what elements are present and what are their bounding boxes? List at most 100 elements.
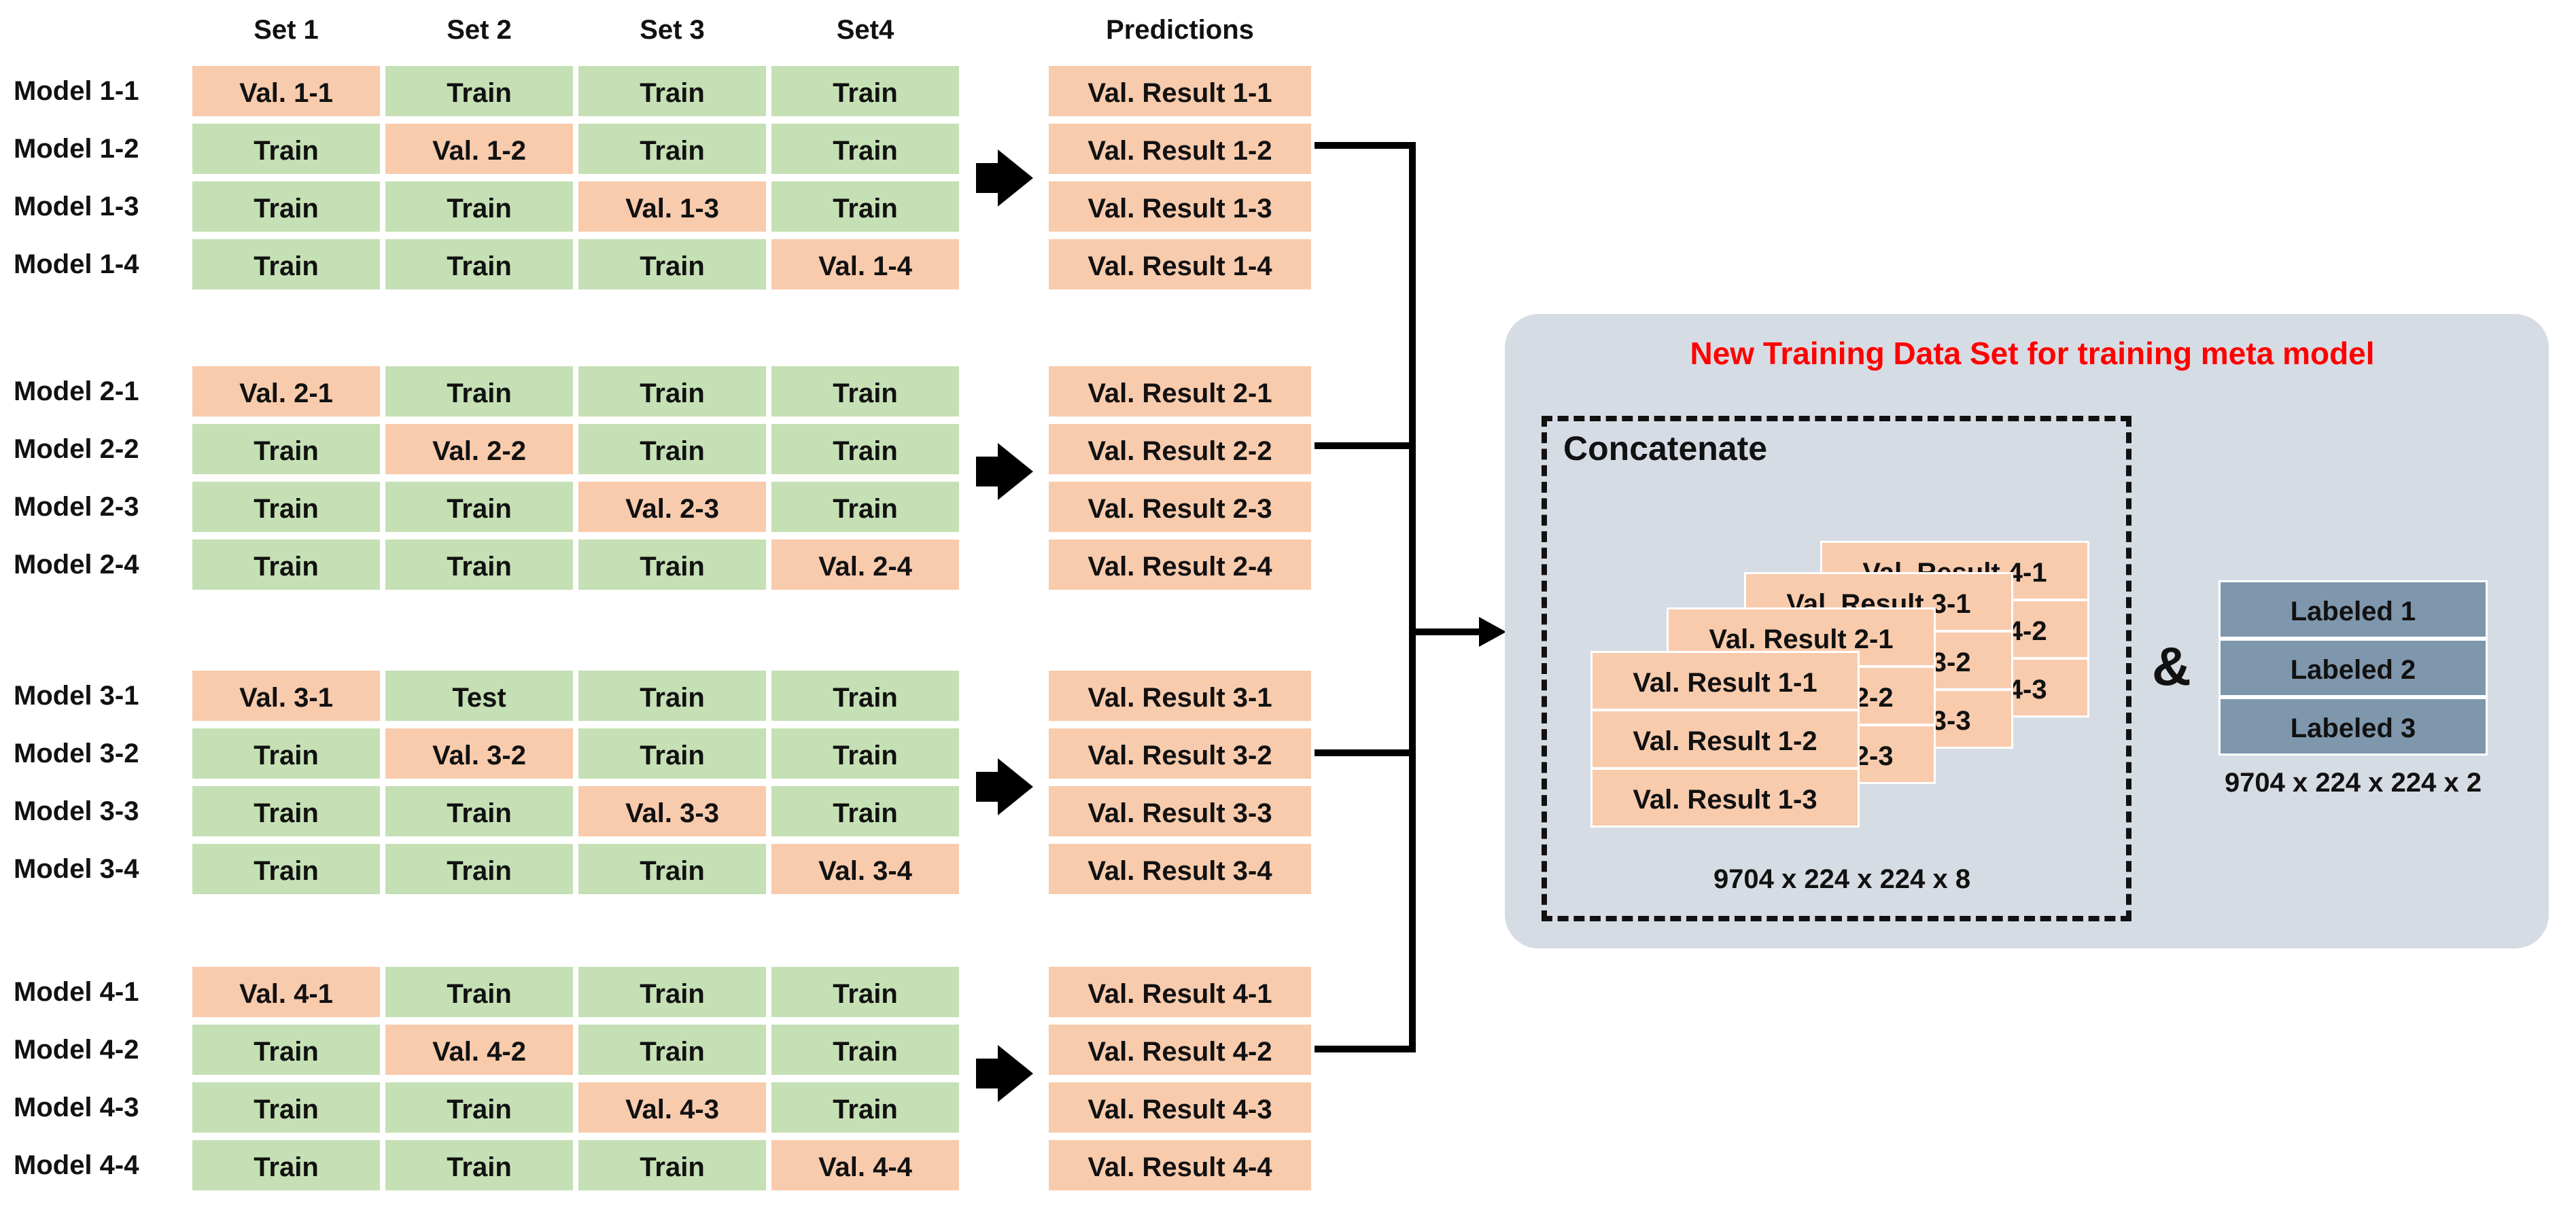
validation-cell: Val. 4-4 [769, 1138, 961, 1192]
prediction-cell: Val. Result 1-4 [1047, 237, 1313, 291]
train-cell: Train [190, 1138, 382, 1192]
validation-cell: Val. 1-1 [190, 64, 382, 118]
header-set3: Set 3 [640, 15, 705, 45]
ampersand: & [2152, 636, 2191, 696]
labeled-2: Labeled 2 [2218, 639, 2488, 697]
train-cell: Train [576, 122, 768, 176]
stacked-result-cell: Val. Result 1-2 [1590, 709, 1860, 769]
prediction-cell: Val. Result 3-2 [1047, 726, 1313, 781]
row-label: Model 3-3 [14, 796, 139, 826]
concatenate-box [1542, 416, 2131, 921]
prediction-cell: Val. Result 2-4 [1047, 537, 1313, 592]
row-label: Model 2-1 [14, 376, 139, 406]
label-dimensions: 9704 x 224 x 224 x 2 [2224, 768, 2482, 798]
stacked-result-cell: Val. Result 1-1 [1590, 651, 1860, 711]
train-cell: Train [190, 122, 382, 176]
train-cell: Train [190, 726, 382, 781]
train-cell: Train [769, 1080, 961, 1135]
train-cell: Train [190, 480, 382, 534]
validation-cell: Val. 2-2 [383, 422, 575, 476]
prediction-cell: Val. Result 2-3 [1047, 480, 1313, 534]
train-cell: Train [190, 842, 382, 896]
train-cell: Train [383, 965, 575, 1019]
train-cell: Train [383, 237, 575, 291]
train-cell: Train [576, 669, 768, 723]
block-arrow-4 [976, 1045, 1033, 1102]
train-cell: Train [769, 784, 961, 838]
prediction-cell: Val. Result 2-1 [1047, 364, 1313, 419]
row-label: Model 1-2 [14, 134, 139, 164]
row-label: Model 1-3 [14, 192, 139, 221]
arrow-to-meta [1479, 617, 1506, 647]
train-cell: Train [383, 537, 575, 592]
row-label: Model 4-1 [14, 977, 139, 1007]
row-label: Model 3-1 [14, 681, 139, 711]
header-set1: Set 1 [254, 15, 319, 45]
prediction-cell: Val. Result 3-4 [1047, 842, 1313, 896]
train-cell: Train [769, 179, 961, 234]
validation-cell: Val. 1-3 [576, 179, 768, 234]
train-cell: Train [190, 537, 382, 592]
prediction-cell: Val. Result 3-3 [1047, 784, 1313, 838]
header-predictions: Predictions [1106, 15, 1254, 45]
row-label: Model 1-4 [14, 249, 139, 279]
train-cell: Train [383, 1138, 575, 1192]
block-arrow-2 [976, 443, 1033, 500]
prediction-cell: Val. Result 1-2 [1047, 122, 1313, 176]
train-cell: Train [769, 669, 961, 723]
validation-cell: Val. 2-1 [190, 364, 382, 419]
row-label: Model 4-3 [14, 1093, 139, 1122]
row-label: Model 4-4 [14, 1150, 139, 1180]
train-cell: Train [190, 1080, 382, 1135]
validation-cell: Val. 4-3 [576, 1080, 768, 1135]
row-label: Model 2-4 [14, 550, 139, 580]
meta-title: New Training Data Set for training meta … [1690, 336, 2375, 371]
train-cell: Train [576, 726, 768, 781]
train-cell: Train [190, 1023, 382, 1077]
concat-dimensions: 9704 x 224 x 224 x 8 [1713, 864, 1971, 894]
train-cell: Train [769, 965, 961, 1019]
train-cell: Train [383, 1080, 575, 1135]
prediction-cell: Val. Result 1-3 [1047, 179, 1313, 234]
train-cell: Train [190, 422, 382, 476]
train-cell: Train [383, 784, 575, 838]
train-cell: Train [383, 364, 575, 419]
block-arrow-3 [976, 758, 1033, 815]
prediction-cell: Val. Result 2-2 [1047, 422, 1313, 476]
validation-cell: Val. 2-3 [576, 480, 768, 534]
row-label: Model 3-4 [14, 854, 139, 884]
validation-cell: Val. 1-4 [769, 237, 961, 291]
validation-cell: Val. 4-1 [190, 965, 382, 1019]
header-set4: Set4 [836, 15, 894, 45]
prediction-cell: Val. Result 1-1 [1047, 64, 1313, 118]
labeled-3: Labeled 3 [2218, 697, 2488, 756]
prediction-cell: Val. Result 4-2 [1047, 1023, 1313, 1077]
row-label: Model 2-3 [14, 492, 139, 522]
labeled-1: Labeled 1 [2218, 580, 2488, 639]
train-cell: Train [576, 422, 768, 476]
train-cell: Train [769, 122, 961, 176]
validation-cell: Val. 2-4 [769, 537, 961, 592]
train-cell: Train [576, 364, 768, 419]
train-cell: Train [576, 64, 768, 118]
train-cell: Train [383, 842, 575, 896]
train-cell: Train [769, 1023, 961, 1077]
validation-cell: Val. 3-4 [769, 842, 961, 896]
concatenate-label: Concatenate [1563, 429, 1768, 467]
train-cell: Train [383, 480, 575, 534]
train-cell: Train [576, 237, 768, 291]
train-cell: Train [383, 64, 575, 118]
prediction-cell: Val. Result 4-3 [1047, 1080, 1313, 1135]
validation-cell: Val. 3-1 [190, 669, 382, 723]
header-set2: Set 2 [447, 15, 512, 45]
train-cell: Train [769, 64, 961, 118]
row-label: Model 4-2 [14, 1035, 139, 1065]
train-cell: Train [190, 784, 382, 838]
validation-cell: Val. 3-3 [576, 784, 768, 838]
train-cell: Train [383, 179, 575, 234]
prediction-cell: Val. Result 3-1 [1047, 669, 1313, 723]
train-cell: Train [576, 842, 768, 896]
row-label: Model 1-1 [14, 76, 139, 106]
train-cell: Train [576, 1138, 768, 1192]
